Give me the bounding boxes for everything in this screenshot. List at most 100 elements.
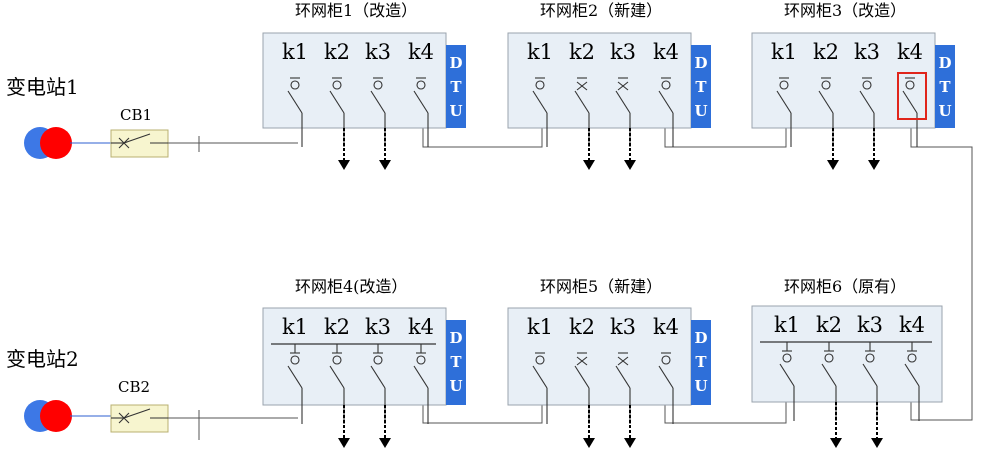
cabinet-5-dtu-letter: T	[695, 353, 707, 371]
load-switch-circle-icon	[661, 80, 671, 90]
cabinet-3-dtu-letter: D	[938, 54, 951, 72]
cabinet-3-switch-label: k2	[813, 40, 839, 64]
load-switch-circle-icon	[290, 355, 300, 365]
cabinet-6-switch-label: k3	[857, 313, 883, 337]
switch-blade	[532, 365, 548, 389]
load-switch-circle-icon	[824, 353, 834, 363]
cabinet-6-switch-k4: k4	[899, 313, 925, 421]
switch-blade	[615, 365, 631, 389]
cabinet-5-switch-label: k1	[527, 315, 553, 339]
arrow-down-icon	[871, 438, 883, 448]
switch-blade	[532, 90, 548, 114]
highlight-box	[897, 72, 927, 120]
load-switch-circle-icon	[416, 80, 426, 90]
cabinet-3-body	[751, 32, 936, 129]
wire-c1-c2	[422, 118, 543, 148]
load-switch-circle-icon	[821, 80, 831, 90]
wire-c2-c3	[664, 118, 787, 148]
cabinet-4-switch-label: k2	[324, 315, 350, 339]
arrow-down-icon	[830, 438, 842, 448]
cabinet-5-dtu	[691, 320, 711, 405]
cabinet-6-title: 环网柜6（原有）	[784, 277, 906, 296]
cabinet-3-title: 环网柜3（改造）	[784, 1, 906, 20]
switch-blade	[287, 90, 303, 114]
cabinet-4-switch-label: k3	[365, 315, 391, 339]
substation-1-label: 变电站1	[6, 75, 79, 99]
load-switch-circle-icon	[661, 355, 671, 365]
switch-blade	[413, 90, 429, 114]
switch-blade	[904, 363, 920, 387]
wire-c3-c6-tie	[910, 118, 973, 421]
cabinet-2-switch-label: k4	[653, 40, 679, 64]
cabinet-2-dtu-letter: T	[695, 78, 707, 96]
cabinet-4-switch-k4: k4	[408, 315, 434, 424]
cabinet-3-switch-label: k4	[897, 40, 923, 64]
load-switch-circle-icon	[332, 355, 342, 365]
switch-blade	[862, 363, 878, 387]
cabinet-1-dtu-letter: D	[449, 54, 462, 72]
cabinet-2-switch-label: k1	[527, 40, 553, 64]
breaker-x-icon	[576, 81, 588, 91]
cabinet-4-switch-label: k4	[408, 315, 434, 339]
cabinet-6-switch-label: k1	[774, 313, 800, 337]
cabinet-3-switch-k4: k4	[897, 40, 927, 147]
wire-c4-c5	[422, 392, 543, 424]
cabinet-3-switch-k1: k1	[771, 40, 797, 147]
cabinet-3-dtu-letter: T	[939, 78, 951, 96]
cabinet-6-switch-k1: k1	[774, 313, 800, 421]
cabinet-2-switch-label: k2	[569, 40, 595, 64]
switch-blade	[574, 90, 590, 114]
switch-blade	[818, 90, 834, 114]
cabinet-5-dtu-letter: U	[694, 377, 707, 395]
load-switch-circle-icon	[862, 80, 872, 90]
load-switch-circle-icon	[905, 80, 915, 90]
cabinet-2-switch-label: k3	[610, 40, 636, 64]
arrow-down-icon	[338, 438, 350, 448]
switch-blade	[287, 365, 303, 389]
cabinet-4-dtu-letter: T	[450, 353, 462, 371]
arrow-down-icon	[868, 160, 880, 170]
ring-wiring	[422, 118, 973, 424]
wire-c5-c6	[664, 392, 787, 424]
switch-blade	[370, 90, 386, 114]
cabinet-1-switch-k3: k3	[365, 40, 391, 147]
cabinet-1-body	[262, 32, 447, 129]
cabinet-2-switch-k4: k4	[653, 40, 679, 147]
cabinet-5-title: 环网柜5（新建）	[540, 277, 662, 296]
cabinet-2-dtu-letter: D	[694, 54, 707, 72]
switch-blade	[615, 90, 631, 114]
cabinet-1-title: 环网柜1（改造）	[295, 1, 417, 20]
substation-2-source-red	[40, 400, 72, 432]
cb1-label: CB1	[120, 106, 152, 124]
switch-blade	[329, 365, 345, 389]
cabinet-2-body	[507, 32, 692, 129]
cb1-breaker	[110, 129, 169, 158]
cabinet-2-dtu-letter: U	[694, 102, 707, 120]
cabinet-3-switch-k2: k2	[813, 40, 839, 147]
load-switch-circle-icon	[332, 80, 342, 90]
cabinet-4-dtu-letter: D	[449, 329, 462, 347]
cabinet-5-switch-label: k4	[653, 315, 679, 339]
load-switch-circle-icon	[535, 80, 545, 90]
load-switch-circle-icon	[782, 353, 792, 363]
cabinet-3-switch-k3: k3	[854, 40, 880, 147]
cabinet-1-switch-label: k4	[408, 40, 434, 64]
cabinet-5-switch-label: k3	[610, 315, 636, 339]
cabinet-2-title: 环网柜2（新建）	[540, 1, 662, 20]
arrow-down-icon	[379, 438, 391, 448]
cabinet-4-switch-label: k1	[282, 315, 308, 339]
cabinet-1-switch-label: k1	[282, 40, 308, 64]
cabinet-1-switch-k2: k2	[324, 40, 350, 147]
cabinet-1-dtu	[446, 45, 466, 128]
cabinet-2-switch-k1: k1	[527, 40, 553, 147]
cabinet-1-switch-k1: k1	[282, 40, 308, 147]
load-switch-circle-icon	[779, 80, 789, 90]
load-switch-circle-icon	[907, 353, 917, 363]
arrow-down-icon	[338, 160, 350, 170]
